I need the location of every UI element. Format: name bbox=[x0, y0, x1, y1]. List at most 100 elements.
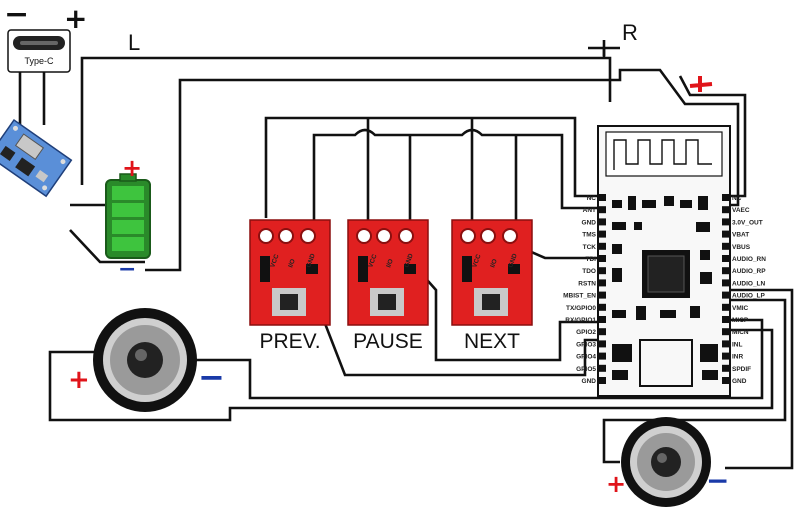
speaker-right-minus-sign: − bbox=[706, 464, 729, 497]
bt-right-pin-label: 3.0V_OUT bbox=[732, 219, 763, 226]
bt-right-pad bbox=[722, 328, 730, 336]
bt-left-pin-label: TDI bbox=[586, 256, 597, 263]
bt-right-pad bbox=[722, 364, 730, 372]
bt-right-pad bbox=[722, 377, 730, 384]
bt-right-pad bbox=[722, 230, 730, 238]
wire-charger-battery-neg bbox=[69, 229, 145, 264]
right-channel-label: R bbox=[622, 20, 638, 45]
wire-battery-negative bbox=[145, 68, 740, 272]
bt-left-pin-label: GPIO4 bbox=[576, 354, 596, 361]
bt-right-pin-label: MICP bbox=[732, 317, 749, 324]
pin-hole-1 bbox=[278, 228, 294, 244]
bt-right-pad bbox=[722, 291, 730, 299]
pin-label-0: VCC bbox=[471, 253, 482, 269]
speaker-left-plus-sign: + bbox=[68, 365, 90, 395]
speaker-right bbox=[621, 417, 711, 507]
bt-left-pad bbox=[598, 230, 606, 238]
speaker-left-minus-sign: − bbox=[198, 358, 225, 396]
pin-hole-2 bbox=[300, 228, 316, 244]
bt-right-pin-label: INR bbox=[732, 354, 744, 361]
bt-right-pin-label: VAEC bbox=[732, 207, 750, 214]
bt-right-pad bbox=[722, 316, 730, 323]
bt-left-pin-label: MBIST_EN bbox=[563, 293, 596, 300]
wire-prev-io bbox=[289, 235, 598, 377]
bt-left-pin-label: GPIO3 bbox=[576, 341, 596, 348]
bt-right-pin-label: VMIC bbox=[732, 305, 749, 312]
bt-left-pad bbox=[598, 267, 606, 275]
touch-pad bbox=[462, 256, 472, 282]
bt-left-pin-label: TMS bbox=[582, 232, 596, 239]
battery bbox=[105, 173, 151, 259]
pin-hole-1 bbox=[376, 228, 392, 244]
button-label: NEXT bbox=[464, 330, 520, 353]
pin-hole-2 bbox=[398, 228, 414, 244]
charger-module bbox=[0, 118, 73, 198]
button-label: PREV. bbox=[259, 330, 320, 353]
bt-left-pin-label: GPIO5 bbox=[576, 366, 596, 373]
pin-label-1: I/O bbox=[287, 258, 297, 269]
bt-right-pin-label: AUDIO_LN bbox=[732, 280, 766, 287]
pin-hole-0 bbox=[258, 228, 274, 244]
wire-speaker-right-pos bbox=[602, 298, 787, 464]
bt-left-pad bbox=[598, 206, 606, 214]
speaker-left bbox=[93, 308, 197, 412]
bt-right-pin-label: AUDIO_RN bbox=[732, 256, 766, 263]
bt-left-pad bbox=[598, 242, 606, 250]
bt-left-pad bbox=[598, 340, 606, 348]
switch-terminal-icon bbox=[588, 40, 620, 56]
bt-right-pin-label: VBUS bbox=[732, 244, 751, 251]
usb-plus-sign: + bbox=[64, 2, 87, 35]
bt-left-pin-label: ANT bbox=[583, 207, 596, 214]
bt-right-pin-label: INL bbox=[732, 341, 743, 348]
bt-left-pad bbox=[598, 279, 606, 287]
bt-right-pin-label: AUDIO_RP bbox=[732, 268, 766, 275]
touch-pad bbox=[260, 256, 270, 282]
bt-right-pin-label: AUDIO_LP bbox=[732, 293, 766, 300]
type-c-connector: Type-C bbox=[7, 29, 71, 73]
bt-left-pad bbox=[598, 364, 606, 372]
bt-left-pin-label: GND bbox=[582, 378, 597, 385]
bt-right-pad bbox=[722, 242, 730, 250]
touch-pad bbox=[358, 256, 368, 282]
wire-left-channel bbox=[80, 56, 612, 185]
bt-left-pad bbox=[598, 303, 606, 311]
pin-hole-1 bbox=[480, 228, 496, 244]
usb-minus-sign: − bbox=[4, 0, 29, 32]
bt-left-pad bbox=[598, 194, 606, 201]
bt-left-pad bbox=[598, 255, 606, 262]
bt-left-pin-label: GND bbox=[582, 219, 597, 226]
pin-label-0: VCC bbox=[367, 253, 378, 269]
pin-label-1: I/O bbox=[385, 258, 395, 269]
wire-gnd-bus bbox=[312, 128, 598, 223]
bt-left-pad bbox=[598, 377, 606, 384]
bt-left-pad bbox=[598, 352, 606, 360]
wire-speaker-left-pos bbox=[48, 328, 774, 422]
antenna-trace-icon bbox=[613, 139, 712, 170]
bt-left-pin-label: RX/GPIO1 bbox=[565, 317, 596, 324]
pin-hole-0 bbox=[356, 228, 372, 244]
bt-right-pad bbox=[722, 218, 730, 226]
bt-right-pad bbox=[722, 206, 730, 214]
wire-speaker-left-neg bbox=[195, 318, 764, 400]
bt-left-pin-label: NC bbox=[587, 195, 597, 202]
bt-right-pin-label: VBAT bbox=[732, 232, 749, 239]
bt-left-pin-label: GPIO2 bbox=[576, 329, 596, 336]
battery-minus-sign: − bbox=[118, 257, 136, 282]
wires bbox=[18, 48, 794, 470]
bt-right-pin-label: NC bbox=[732, 195, 742, 202]
pin-label-2: GND bbox=[507, 252, 519, 268]
bt-left-pin-label: RSTN bbox=[578, 280, 596, 287]
bt-right-pad bbox=[722, 279, 730, 287]
bt-left-pad bbox=[598, 291, 606, 299]
speaker-right-plus-sign: + bbox=[606, 470, 626, 498]
bt-left-pin-label: TDO bbox=[582, 268, 596, 275]
bt-right-pad bbox=[722, 303, 730, 311]
battery-plus-sign: + bbox=[122, 154, 142, 182]
pin-label-0: VCC bbox=[269, 253, 280, 269]
bt-left-pad bbox=[598, 328, 606, 336]
